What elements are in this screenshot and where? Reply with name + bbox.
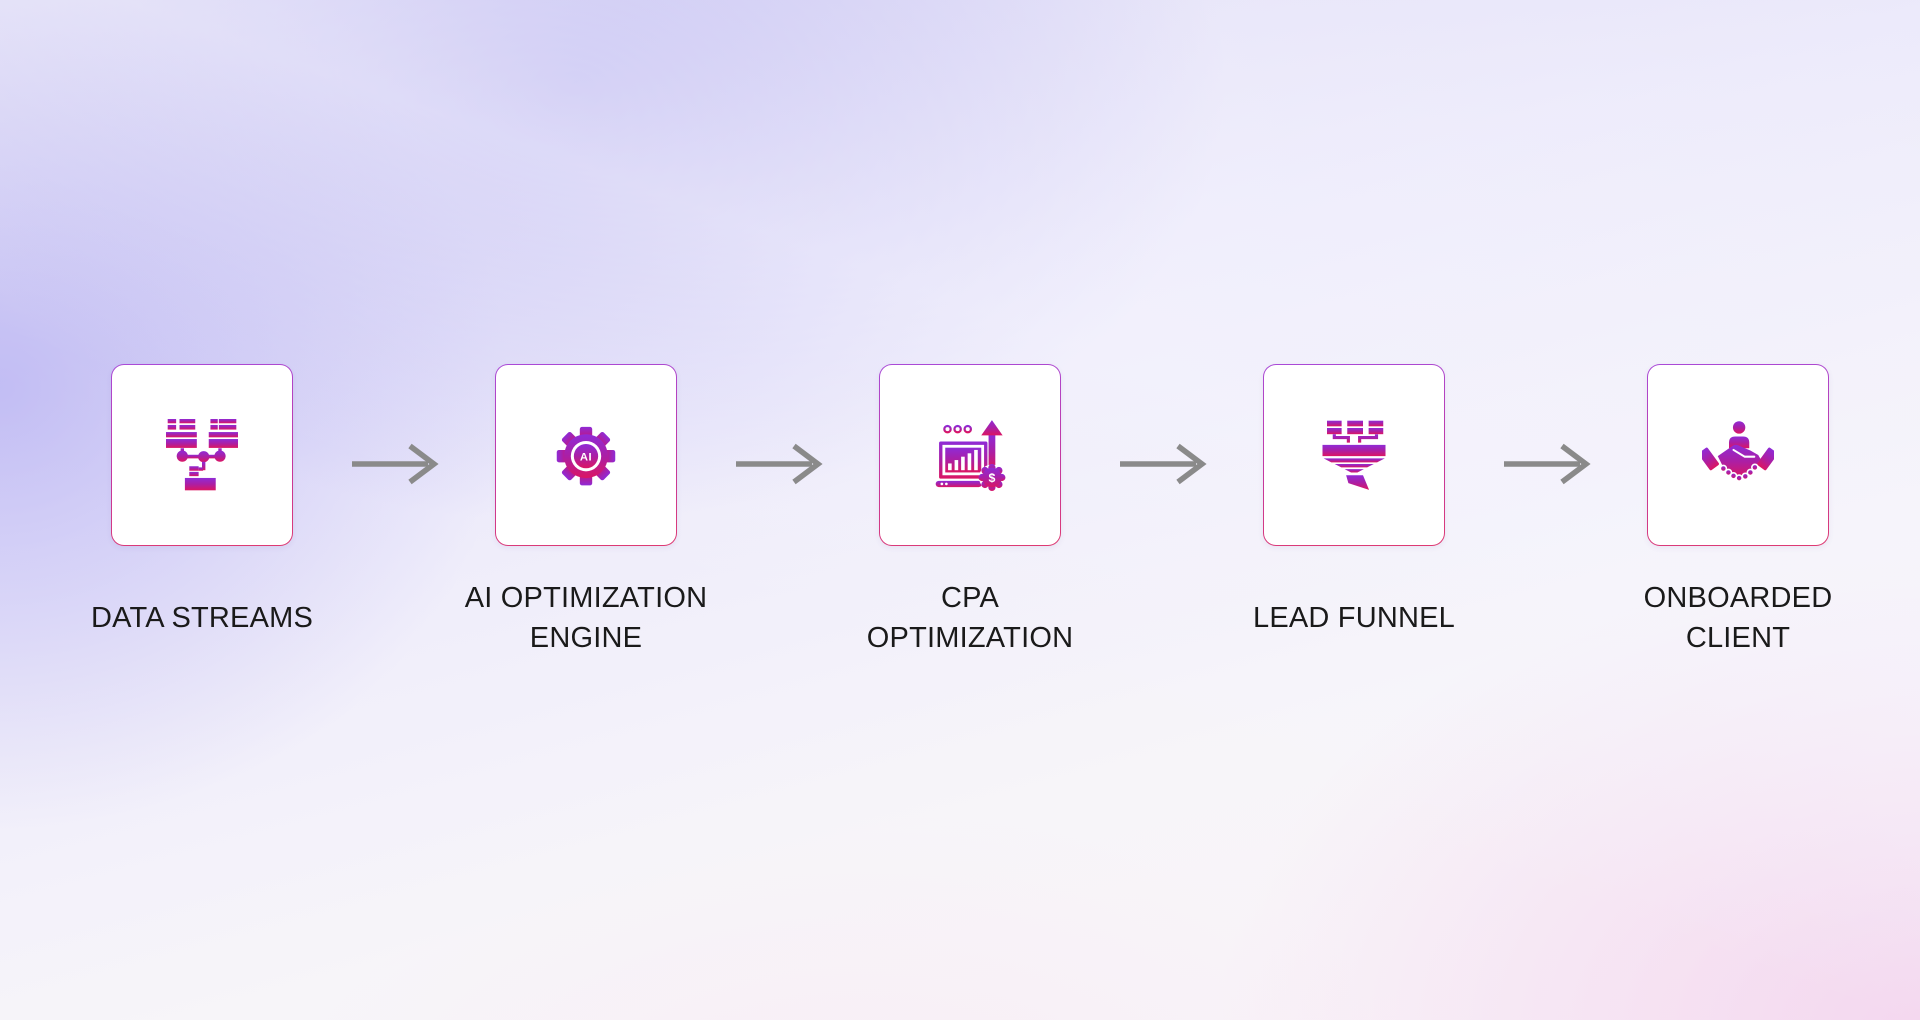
stage-label-wrap: AI OPTIMIZATION ENGINE	[436, 578, 736, 658]
cpa-laptop-chart-icon: $	[935, 420, 1006, 491]
stage-label: DATA STREAMS	[90, 602, 314, 634]
stage-ai-optimization-engine: AI AI OPTIMIZATION ENGINE	[436, 364, 736, 658]
stage-card: $	[879, 364, 1061, 546]
stage-label-wrap: CPA OPTIMIZATION	[820, 578, 1120, 658]
handshake-client-icon	[1702, 421, 1774, 482]
stage-lead-funnel: LEAD FUNNEL	[1204, 364, 1504, 658]
stage-label: AI OPTIMIZATION ENGINE	[464, 582, 708, 654]
stage-label: ONBOARDED CLIENT	[1643, 582, 1833, 654]
flow-arrow-icon	[736, 443, 823, 485]
stage-card	[111, 364, 293, 546]
flow-arrow-icon	[352, 443, 439, 485]
flow-arrow-icon	[1120, 443, 1207, 485]
stage-card	[1647, 364, 1829, 546]
stage-label-wrap: DATA STREAMS	[52, 578, 352, 658]
stage-card: AI	[495, 364, 677, 546]
stage-label: LEAD FUNNEL	[1252, 602, 1456, 634]
stage-label-wrap: LEAD FUNNEL	[1204, 578, 1504, 658]
stage-label-wrap: ONBOARDED CLIENT	[1588, 578, 1888, 658]
stage-cpa-optimization: $ CPA OPTIMIZATION	[820, 364, 1120, 658]
stage-data-streams: DATA STREAMS	[52, 364, 352, 658]
stage-onboarded-client: ONBOARDED CLIENT	[1588, 364, 1888, 658]
data-streams-icon	[166, 419, 238, 491]
dollar-icon-text: $	[989, 471, 996, 485]
stage-card	[1263, 364, 1445, 546]
lead-funnel-icon	[1322, 420, 1386, 490]
flow-arrow-icon	[1504, 443, 1591, 485]
ai-engine-gear-icon: AI	[556, 426, 616, 486]
stage-label: CPA OPTIMIZATION	[866, 582, 1074, 654]
ai-icon-text: AI	[580, 451, 592, 463]
